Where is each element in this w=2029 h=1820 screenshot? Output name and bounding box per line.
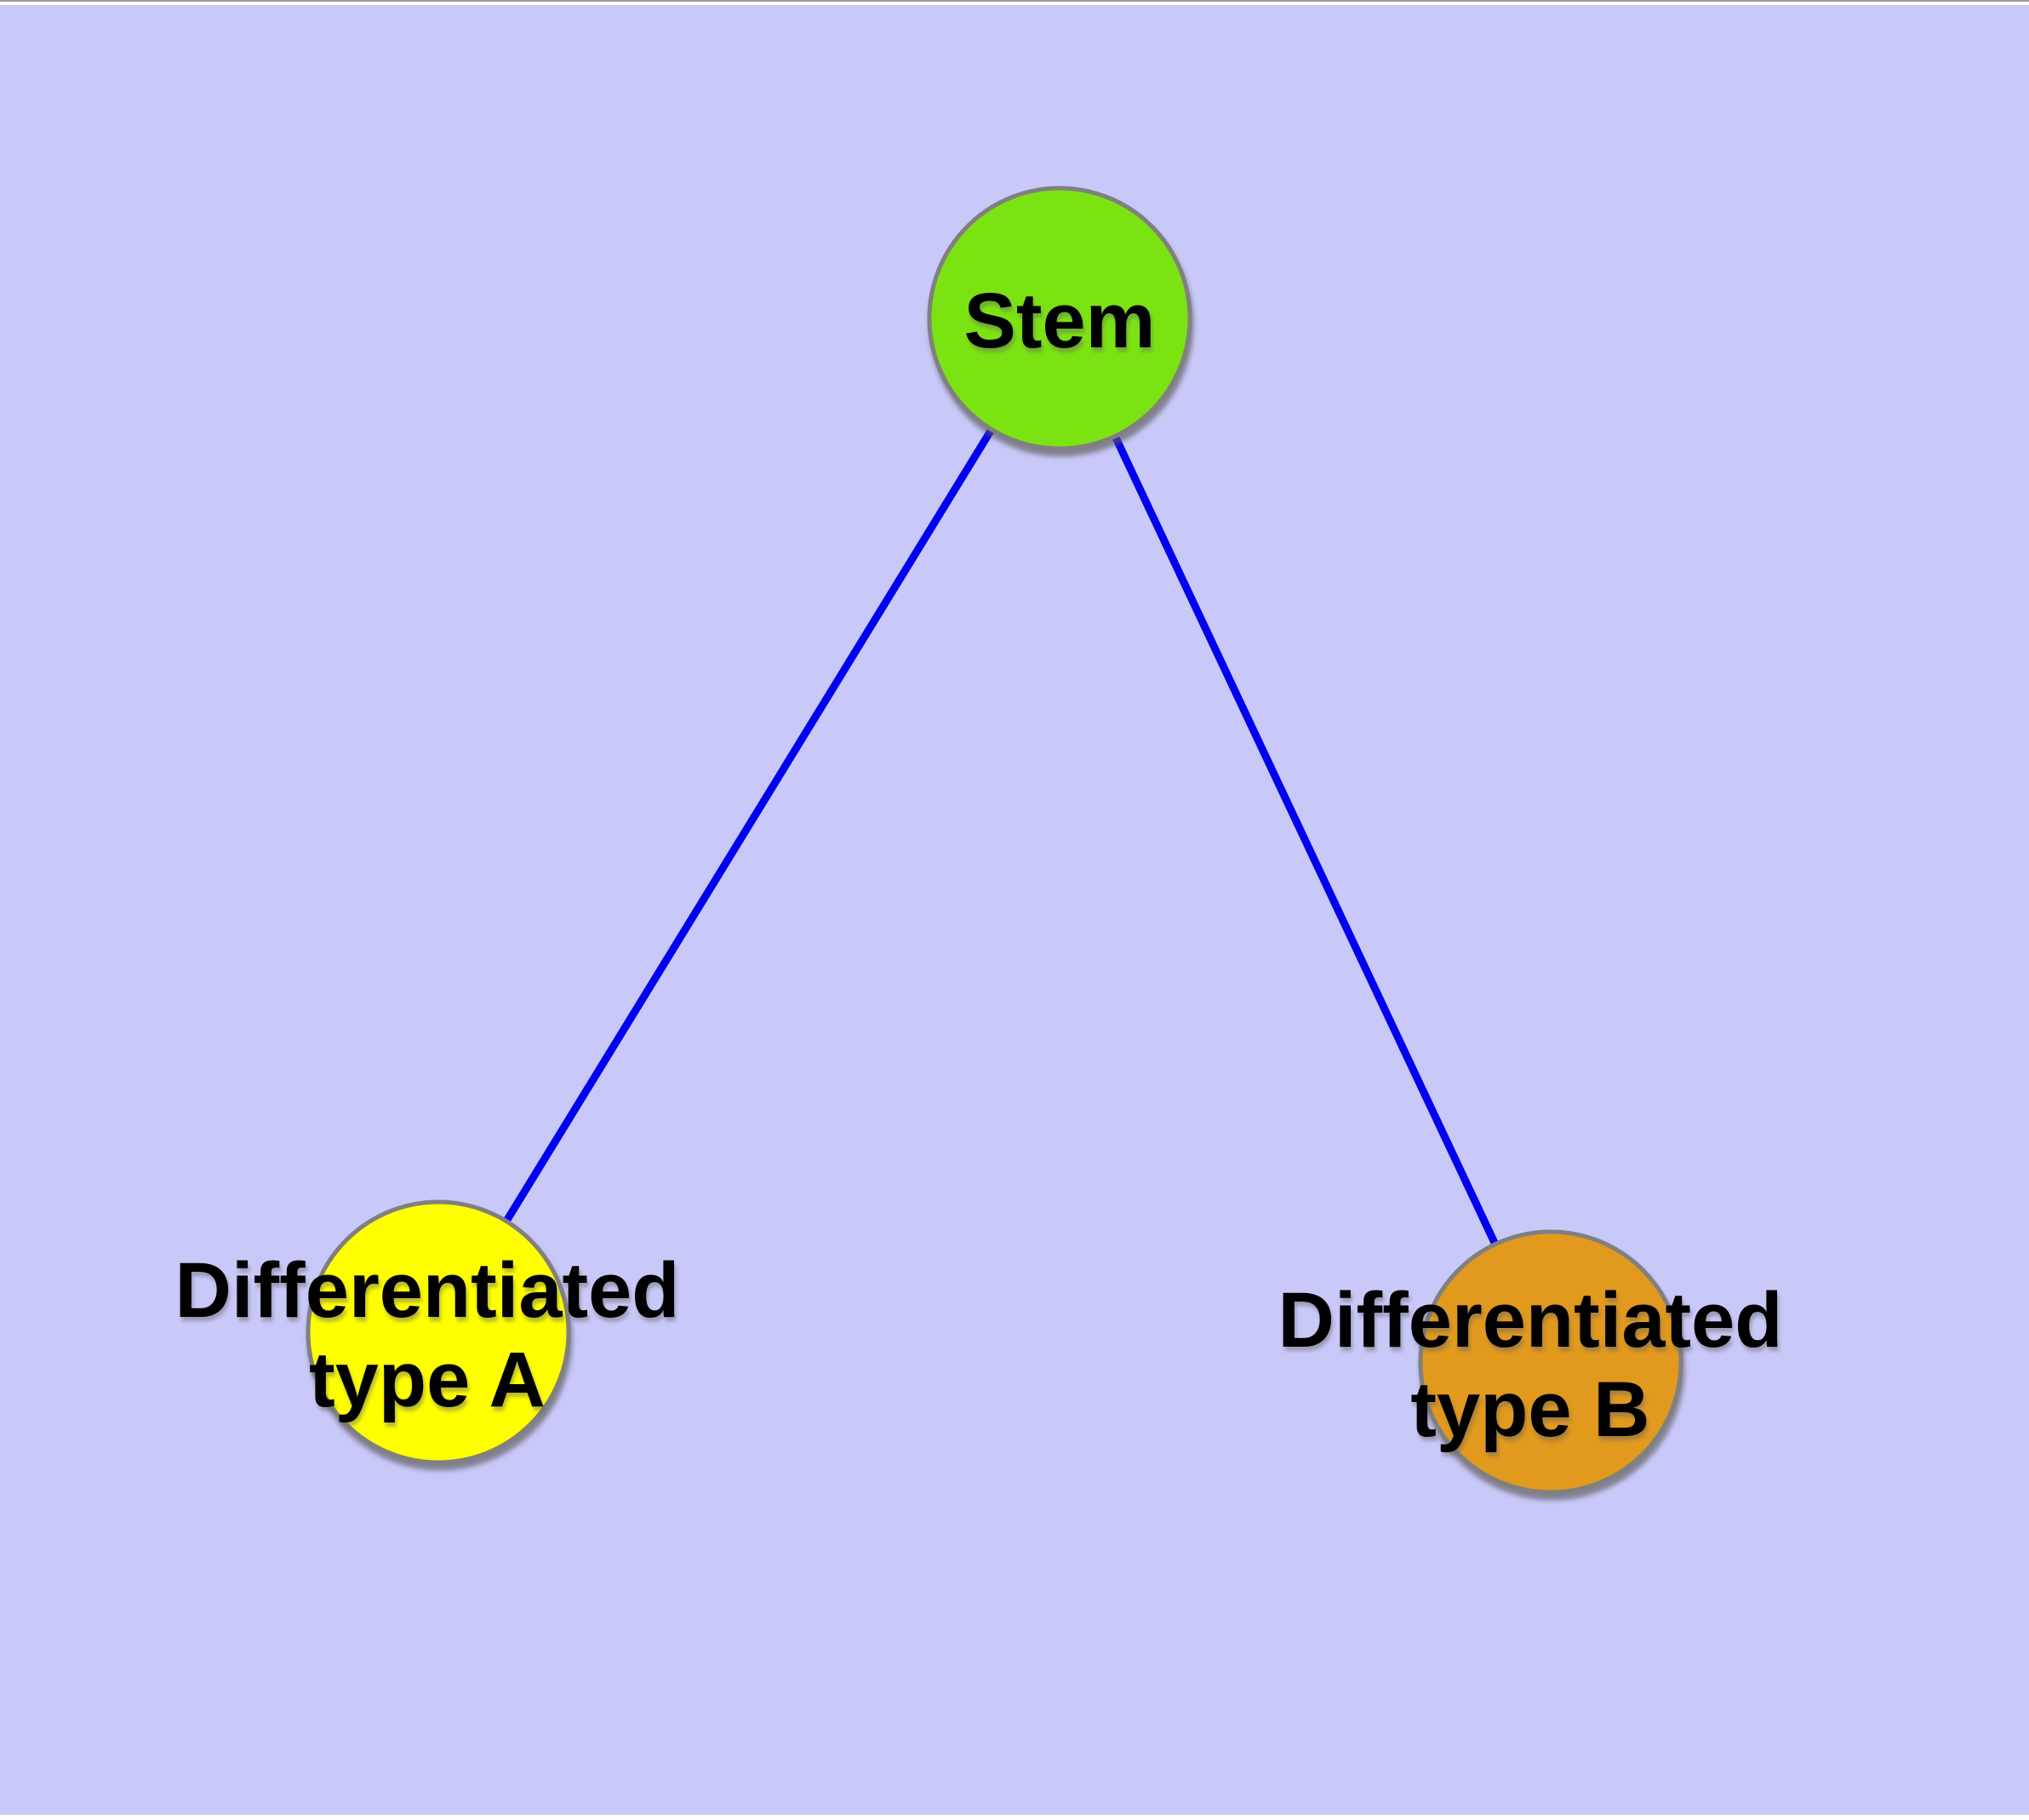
- node-type-a-label-line1: Differentiated: [175, 1247, 680, 1334]
- node-type-a-label-line2: type A: [309, 1336, 546, 1423]
- node-type-b-label-line2: type B: [1410, 1366, 1649, 1453]
- node-stem: [927, 186, 1192, 451]
- node-layer: [306, 186, 1683, 1495]
- frame-bottom-strip: [0, 1815, 2029, 1820]
- node-differentiated-type-b: [1418, 1229, 1683, 1495]
- frame-top-hairline: [0, 0, 2029, 2]
- edge-layer: [435, 316, 1555, 1364]
- node-type-b-label-line1: Differentiated: [1278, 1277, 1783, 1364]
- edge-stem-to-type-a: [435, 316, 1063, 1335]
- node-differentiated-type-a: [306, 1199, 571, 1465]
- frame-top-strip: [0, 2, 2029, 5]
- edge-stem-to-type-b: [1055, 317, 1555, 1364]
- label-layer: Stem Differentiated type A Differentiate…: [175, 278, 1783, 1453]
- node-stem-label: Stem: [964, 278, 1156, 364]
